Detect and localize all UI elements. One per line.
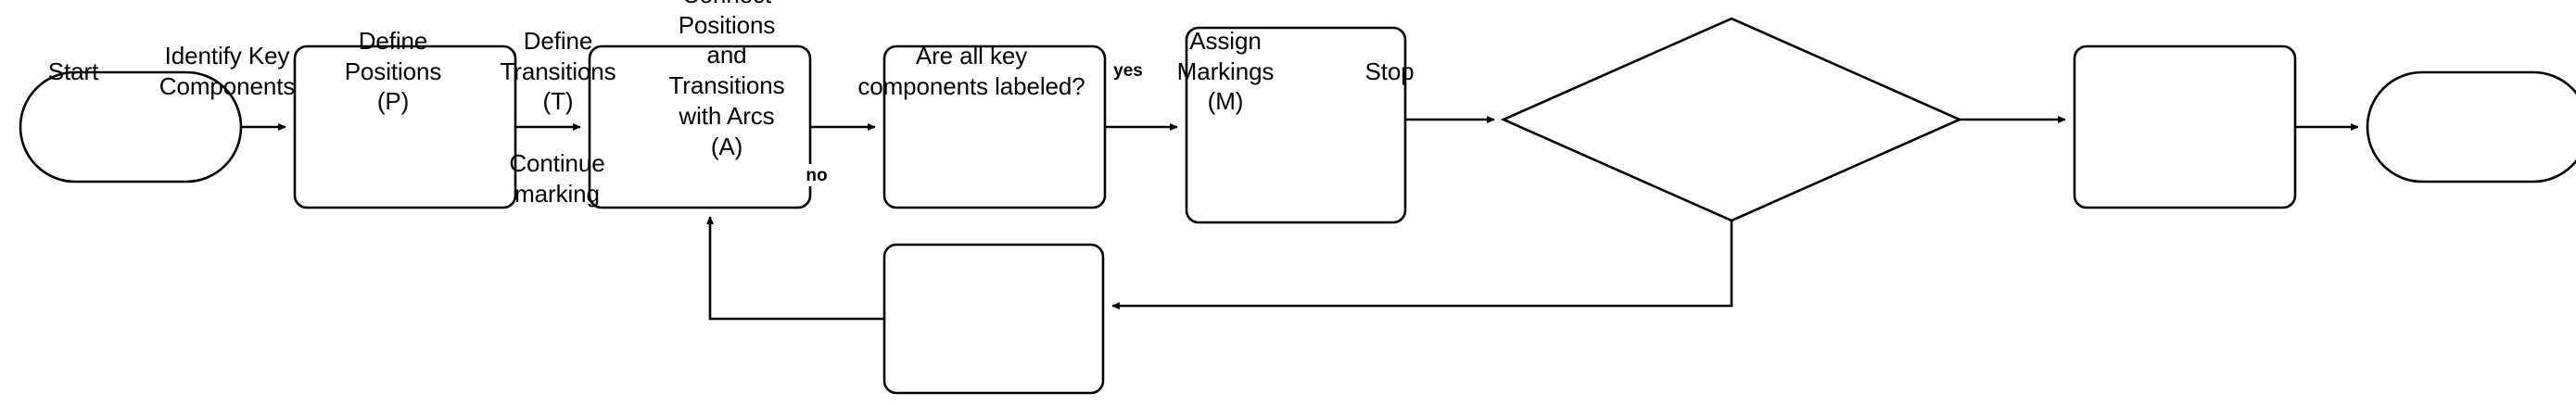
node-assign-markings[interactable] [1163,26,1288,117]
edge-decision-to-continue [1111,221,1733,310]
node-start[interactable] [11,41,135,102]
node-define-transitions[interactable] [496,26,620,117]
node-markings-shape[interactable] [2073,44,2297,209]
node-stop[interactable] [1327,41,1452,102]
node-connect-with-arcs[interactable] [666,16,788,125]
node-decision-all-labeled[interactable] [844,10,1099,132]
node-stop-shape[interactable] [2366,70,2576,184]
node-continue-marking[interactable] [496,137,618,221]
node-continue-shape[interactable] [882,243,1105,395]
edge-continue-to-positions [705,216,884,321]
edge-label-no: no [799,164,834,186]
node-identify-key-components[interactable] [165,26,289,117]
node-define-positions[interactable] [331,26,455,117]
node-decision-shape[interactable] [1500,17,1963,222]
edge-label-yes: yes [1109,59,1148,82]
node-connect-shape[interactable] [1185,26,1407,224]
